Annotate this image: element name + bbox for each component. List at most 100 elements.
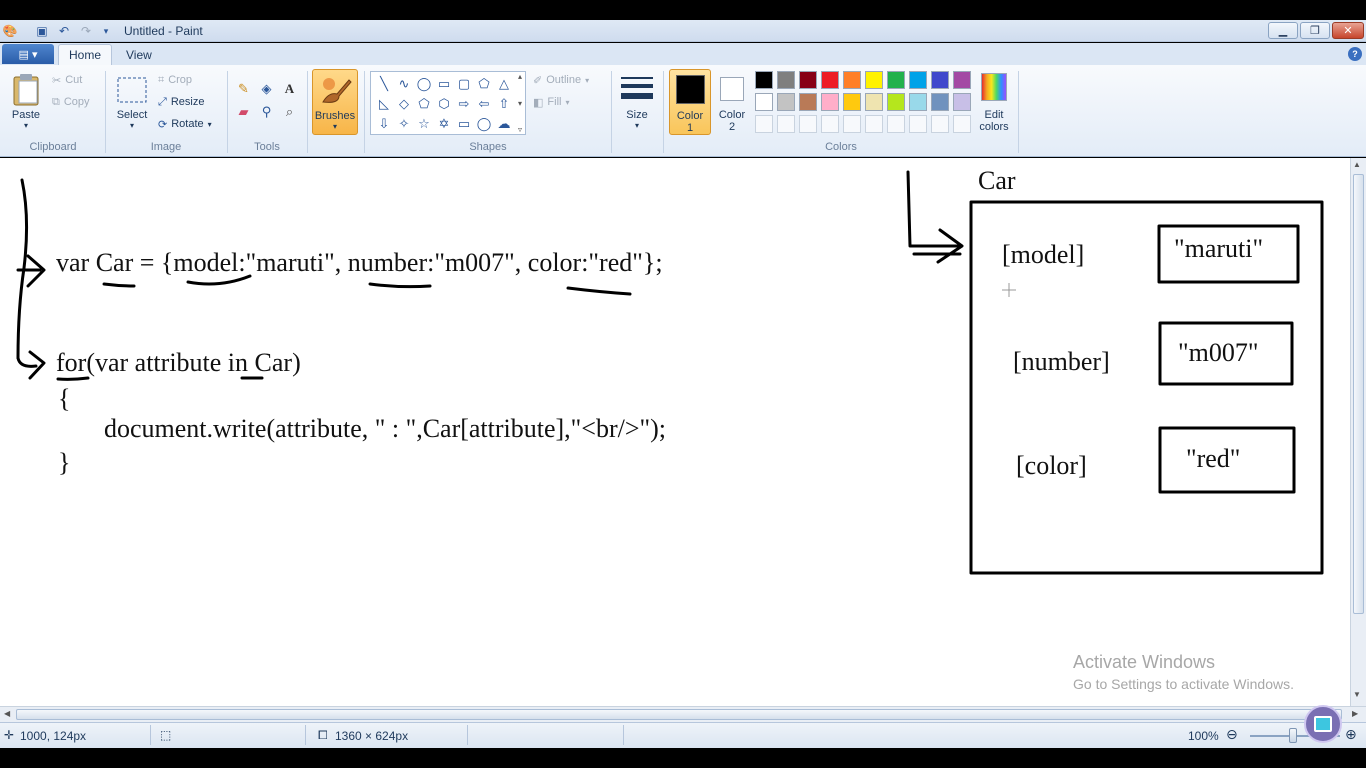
custom-color-slot[interactable]	[755, 115, 773, 133]
up-arrow-shape-icon[interactable]: ⇧	[498, 96, 510, 111]
edit-colors-button[interactable]: Edit colors	[974, 69, 1014, 135]
save-icon[interactable]: ▣	[36, 24, 48, 38]
cut-button[interactable]: ✂Cut	[52, 71, 82, 89]
vertical-scroll-thumb[interactable]	[1353, 174, 1364, 614]
paint-menu-button[interactable]: ▤ ▾	[2, 44, 54, 64]
shapes-expand-icon[interactable]: ▿	[517, 125, 522, 134]
custom-color-slot[interactable]	[777, 115, 795, 133]
custom-color-slot[interactable]	[953, 115, 971, 133]
color-picker-icon[interactable]: ⚲	[261, 103, 272, 119]
minimize-button[interactable]: ▁	[1268, 22, 1298, 39]
color-swatch[interactable]	[909, 93, 927, 111]
color-swatch[interactable]	[931, 93, 949, 111]
color-swatch[interactable]	[777, 93, 795, 111]
scroll-right-icon[interactable]: ▶	[1352, 709, 1359, 718]
custom-color-slot[interactable]	[887, 115, 905, 133]
color-swatch[interactable]	[755, 93, 773, 111]
polygon-shape-icon[interactable]: ⬠	[478, 76, 490, 91]
oval-callout-shape-icon[interactable]: ◯	[476, 116, 492, 131]
custom-color-slot[interactable]	[843, 115, 861, 133]
rounded-rectangle-shape-icon[interactable]: ▢	[457, 76, 471, 91]
brushes-button[interactable]: Brushes ▾	[312, 69, 358, 135]
canvas-size-icon: ⧠	[318, 728, 328, 742]
horizontal-scroll-thumb[interactable]	[16, 709, 1342, 720]
color-swatch[interactable]	[843, 71, 861, 89]
drawing-canvas[interactable]: var Car = {model:"maruti", number:"m007"…	[0, 158, 1350, 706]
custom-color-slot[interactable]	[821, 115, 839, 133]
shapes-scroll-up-icon[interactable]: ▴	[517, 72, 522, 81]
rectangle-shape-icon[interactable]: ▭	[437, 76, 451, 91]
magnifier-icon[interactable]: ⌕	[285, 103, 294, 119]
scroll-down-icon[interactable]: ▼	[1353, 690, 1361, 699]
cloud-callout-shape-icon[interactable]: ☁	[497, 116, 511, 131]
vertical-scrollbar[interactable]: ▲ ▼	[1350, 158, 1366, 706]
copy-button[interactable]: ⧉Copy	[52, 93, 90, 111]
color-swatch[interactable]	[777, 71, 795, 89]
color-swatch[interactable]	[799, 71, 817, 89]
select-button[interactable]: Select ▾	[112, 71, 152, 133]
zoom-slider-thumb[interactable]	[1289, 728, 1297, 743]
tab-home[interactable]: Home	[58, 44, 113, 65]
right-triangle-shape-icon[interactable]: ◺	[379, 96, 389, 111]
diamond-shape-icon[interactable]: ◇	[399, 96, 409, 111]
color-swatch[interactable]	[931, 71, 949, 89]
hexagon-shape-icon[interactable]: ⬡	[438, 96, 450, 111]
color-swatch[interactable]	[799, 93, 817, 111]
color-swatch[interactable]	[821, 71, 839, 89]
paste-button[interactable]: Paste ▾	[6, 71, 46, 131]
size-button[interactable]: Size ▾	[616, 71, 658, 135]
triangle-shape-icon[interactable]: △	[499, 76, 509, 91]
right-arrow-shape-icon[interactable]: ⇨	[458, 96, 470, 111]
tab-view[interactable]: View	[126, 47, 152, 62]
canvas-size: 1360 × 624px	[335, 729, 409, 743]
color-swatch[interactable]	[909, 71, 927, 89]
shapes-scroll-down-icon[interactable]: ▾	[517, 98, 522, 108]
restore-button[interactable]: ❐	[1300, 22, 1330, 39]
zoom-in-icon[interactable]: ⊕	[1345, 726, 1357, 742]
color-swatch[interactable]	[865, 71, 883, 89]
pentagon-shape-icon[interactable]: ⬠	[418, 96, 430, 111]
scroll-up-icon[interactable]: ▲	[1353, 160, 1361, 169]
color-swatch[interactable]	[953, 71, 971, 89]
help-icon[interactable]: ?	[1348, 47, 1362, 61]
outline-button[interactable]: ✐Outline▾	[533, 71, 589, 89]
color-swatch[interactable]	[887, 93, 905, 111]
close-button[interactable]: ✕	[1332, 22, 1364, 39]
rotate-button[interactable]: ⟳Rotate▾	[158, 115, 212, 133]
custom-color-slot[interactable]	[865, 115, 883, 133]
color-swatch[interactable]	[843, 93, 861, 111]
color-swatch[interactable]	[755, 71, 773, 89]
customize-quick-access-icon[interactable]: ▾	[103, 25, 109, 36]
curve-shape-icon[interactable]: ∿	[398, 76, 410, 91]
color-swatch[interactable]	[821, 93, 839, 111]
left-arrow-shape-icon[interactable]: ⇦	[478, 96, 490, 111]
color2-button[interactable]: Color 2	[713, 69, 751, 135]
fill-bucket-icon[interactable]: ◈	[261, 80, 272, 96]
color-swatch[interactable]	[865, 93, 883, 111]
color-swatch[interactable]	[887, 71, 905, 89]
undo-icon[interactable]: ↶	[58, 24, 70, 38]
horizontal-scrollbar[interactable]: ◀ ▶	[0, 706, 1366, 722]
rounded-callout-shape-icon[interactable]: ▭	[457, 116, 471, 131]
color1-button[interactable]: Color 1	[669, 69, 711, 135]
resize-button[interactable]: ⤢Resize	[158, 93, 204, 111]
redo-icon[interactable]: ↷	[80, 24, 92, 38]
oval-shape-icon[interactable]: ◯	[416, 76, 432, 91]
scroll-left-icon[interactable]: ◀	[4, 709, 11, 718]
custom-color-slot[interactable]	[799, 115, 817, 133]
down-arrow-shape-icon[interactable]: ⇩	[378, 116, 390, 131]
custom-color-slot[interactable]	[909, 115, 927, 133]
color-swatch[interactable]	[953, 93, 971, 111]
line-shape-icon[interactable]: ╲	[380, 76, 388, 91]
custom-color-slot[interactable]	[931, 115, 949, 133]
four-point-star-shape-icon[interactable]: ✧	[398, 116, 410, 131]
six-point-star-shape-icon[interactable]: ✡	[438, 116, 450, 131]
fill-button[interactable]: ◧Fill▾	[533, 93, 569, 111]
zoom-out-icon[interactable]: ⊖	[1226, 726, 1238, 742]
crop-button[interactable]: ⌗Crop	[158, 71, 192, 89]
text-icon[interactable]: A	[284, 80, 295, 96]
pencil-icon[interactable]: ✎	[238, 80, 249, 96]
eraser-icon[interactable]: ▰	[238, 103, 249, 119]
shapes-scroll[interactable]: ▴ ▾ ▿	[514, 72, 526, 134]
five-point-star-shape-icon[interactable]: ☆	[418, 116, 430, 131]
